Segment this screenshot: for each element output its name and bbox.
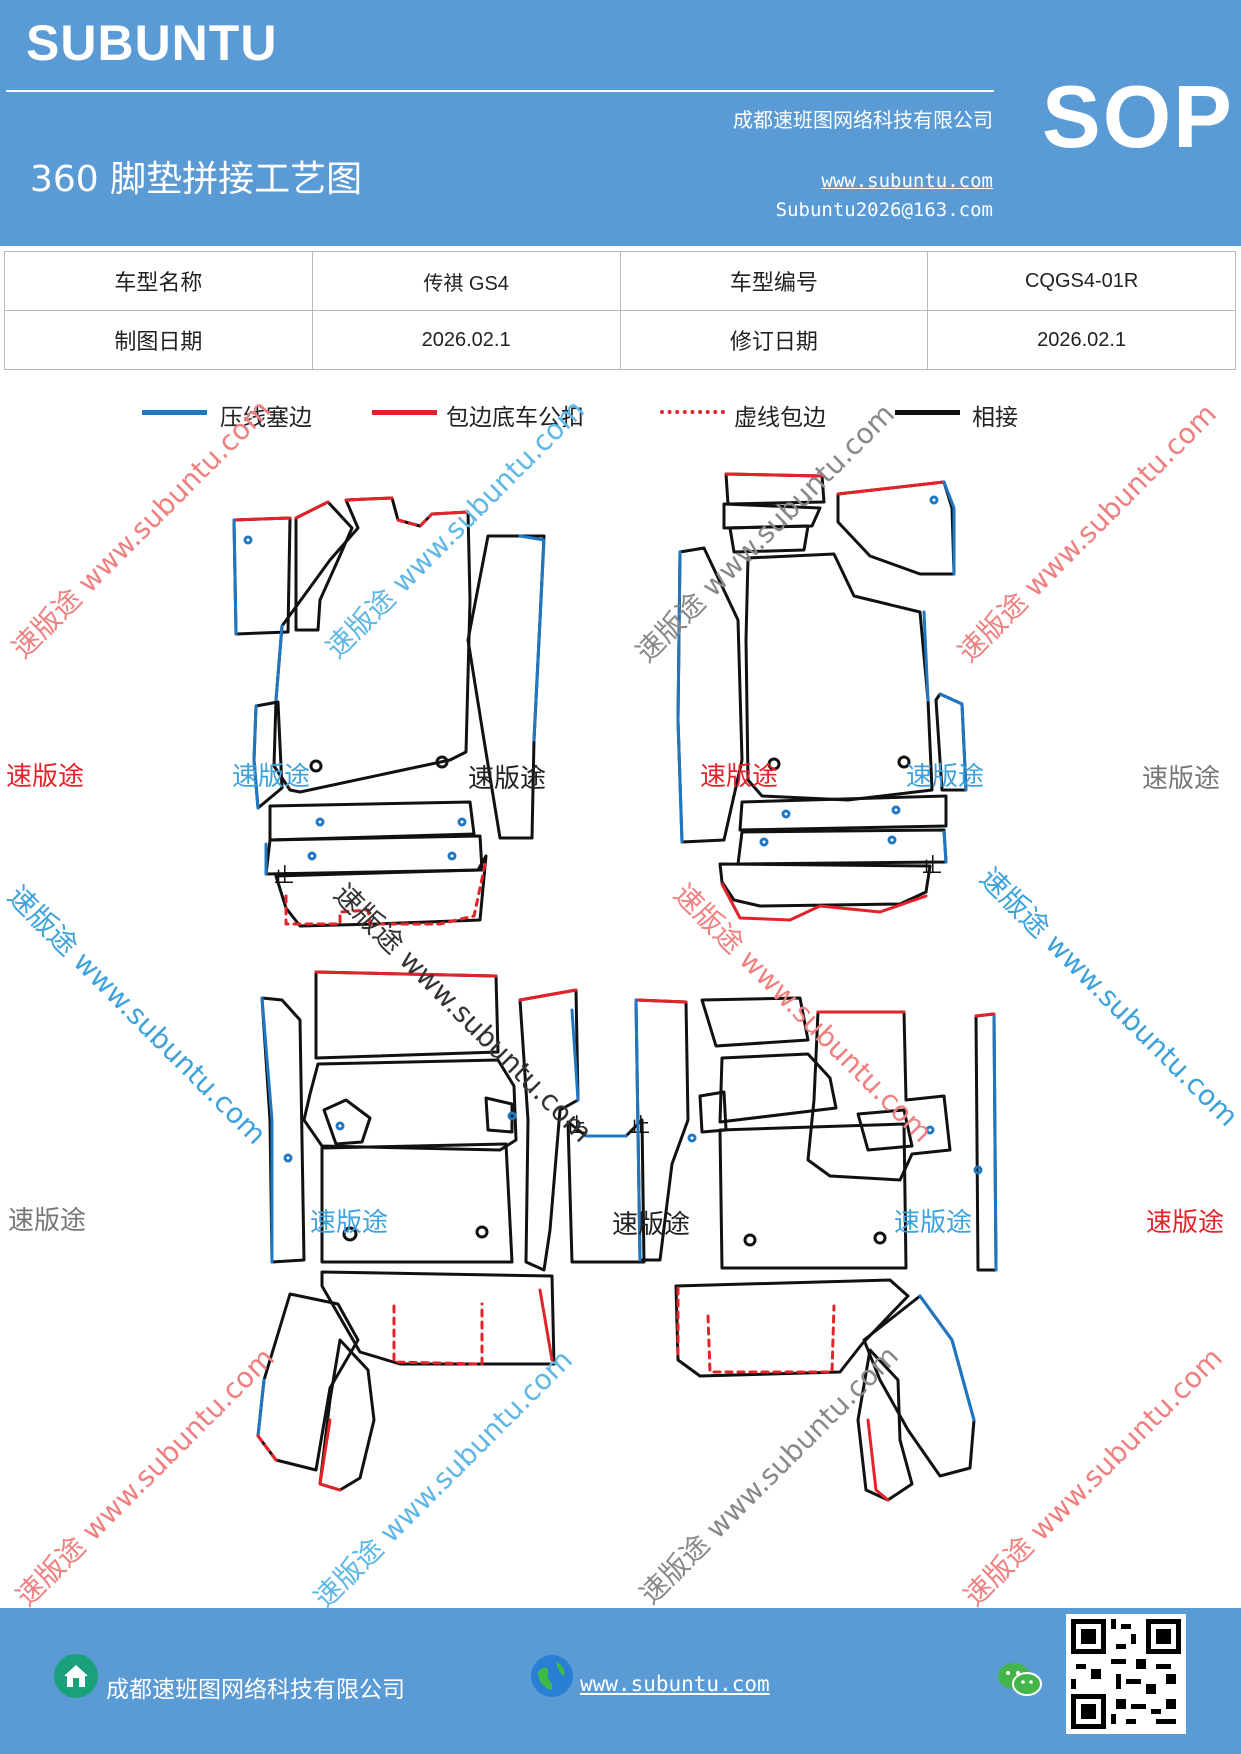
value-revise-date: 2026.02.1 [927, 310, 1236, 370]
header-banner: SUBUNTU 成都速班图网络科技有限公司 360 脚垫拼接工艺图 www.su… [0, 0, 1241, 246]
legend: 压线塞边 包边底车公扣 虚线包边 相接 [0, 398, 1241, 438]
watermark-text: 速版途 [232, 762, 311, 792]
table-row: 车型名称 传祺 GS4 车型编号 CQGS4-01R [4, 251, 1236, 311]
mat-rear-middle [566, 1118, 646, 1264]
footer-company: 成都速班图网络科技有限公司 [106, 1677, 405, 1703]
mat-rear-left [256, 970, 580, 1492]
watermark-text: 速版途 [894, 1208, 973, 1238]
vehicle-info-table: 车型名称 传祺 GS4 车型编号 CQGS4-01R 制图日期 2026.02.… [4, 251, 1236, 370]
home-icon [54, 1654, 98, 1698]
legend-label-join: 相接 [972, 405, 1018, 431]
header-website-link[interactable]: www.subuntu.com [821, 170, 993, 192]
watermark-text: 速版途 [1142, 764, 1221, 794]
mat-front-left [232, 496, 546, 928]
qr-code[interactable] [1066, 1614, 1186, 1734]
mat-front-right [676, 472, 968, 922]
watermark-text: 速版途 [700, 762, 779, 792]
header-divider [6, 90, 994, 92]
table-row: 制图日期 2026.02.1 修订日期 2026.02.1 [4, 310, 1236, 370]
value-model-code: CQGS4-01R [927, 251, 1236, 311]
header-company: 成都速班图网络科技有限公司 [733, 108, 993, 132]
legend-swatch-dotted [660, 410, 725, 414]
stop-mark-right: 止 [922, 853, 942, 877]
legend-swatch-blue [142, 410, 207, 415]
footer-website-link[interactable]: www.subuntu.com [580, 1672, 770, 1696]
brand-logo: SUBUNTU [26, 15, 278, 71]
watermark-text: 速版途 [8, 1206, 87, 1236]
watermark-text: 速版途 [906, 762, 985, 792]
legend-label-wrap: 包边底车公扣 [446, 405, 584, 431]
watermark-text: 速版途 [6, 762, 85, 792]
value-model-name: 传祺 GS4 [311, 251, 621, 311]
qr-code-icon [1071, 1619, 1181, 1729]
sop-badge: SOP [1042, 67, 1234, 166]
floor-mat-diagram: 止 止 [232, 472, 998, 1502]
document-title: 360 脚垫拼接工艺图 [30, 159, 363, 200]
mat-rear-right [634, 996, 998, 1502]
label-model-code: 车型编号 [619, 251, 929, 311]
legend-label-press: 压线塞边 [220, 405, 312, 431]
label-draw-date: 制图日期 [4, 310, 313, 370]
legend-label-dotted: 虚线包边 [734, 405, 826, 431]
label-revise-date: 修订日期 [619, 310, 929, 370]
header-email: Subuntu2026@163.com [775, 199, 993, 221]
watermark-text: 速版途 [310, 1208, 389, 1238]
stop-mark-center-left: 止 [566, 1113, 586, 1137]
watermark-text: 速版途 [612, 1210, 691, 1240]
label-model-name: 车型名称 [4, 251, 313, 311]
footer-banner: 成都速班图网络科技有限公司 www.subuntu.com [0, 1608, 1241, 1754]
stop-mark-left: 止 [274, 863, 294, 887]
wechat-icon [998, 1663, 1042, 1696]
legend-swatch-black [895, 410, 960, 415]
watermark-text: 速版途 [468, 764, 547, 794]
value-draw-date: 2026.02.1 [311, 310, 621, 370]
stop-mark-center-right: 止 [630, 1113, 650, 1137]
globe-icon [531, 1655, 573, 1697]
legend-swatch-red [372, 410, 437, 415]
watermark-text: 速版途 [1146, 1208, 1225, 1238]
